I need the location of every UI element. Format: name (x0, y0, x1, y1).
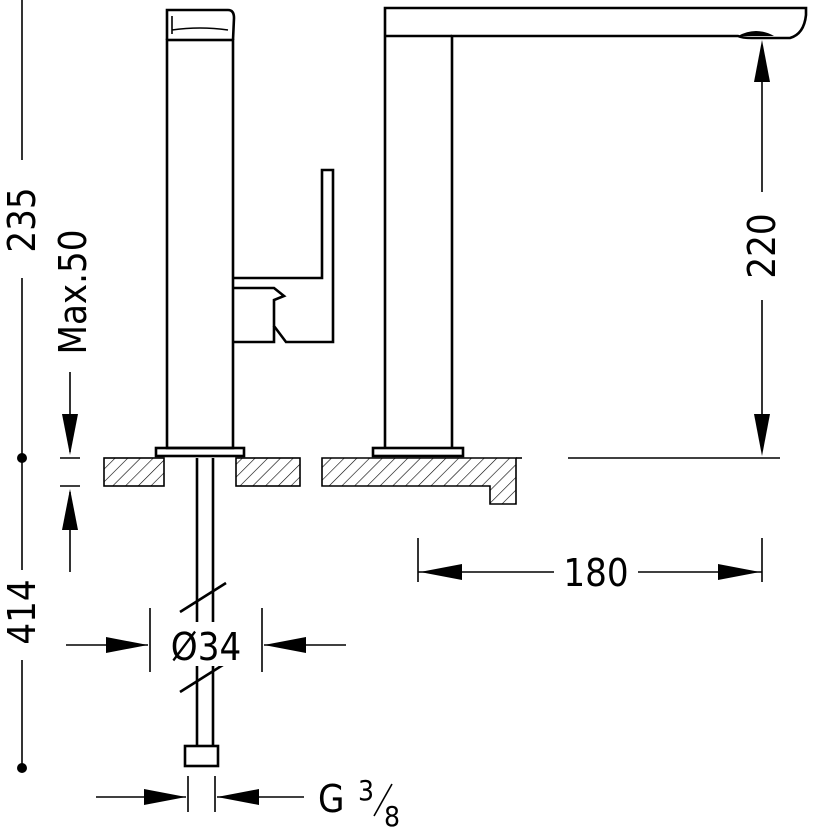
connector-nut (183, 744, 220, 768)
arrow-right-icon (106, 637, 148, 653)
side-view-body (165, 38, 235, 450)
hose-break-line-lower (179, 661, 227, 694)
arrow-down-icon (754, 414, 770, 456)
arrow-right-icon (718, 564, 760, 580)
arrow-left-icon (264, 637, 306, 653)
spout-height-label: 220 (740, 213, 784, 278)
side-view-top-cap (165, 8, 236, 41)
thread-denominator-label: 8 (384, 800, 400, 831)
side-view (103, 8, 335, 768)
spout-aerator (738, 31, 774, 36)
arrow-up-icon (754, 40, 770, 82)
lever-handle-joint (233, 326, 276, 344)
dimension-point-icon (17, 763, 27, 773)
hole-diameter-label: Ø34 (171, 625, 241, 669)
side-view-top-cap-inner (171, 16, 229, 34)
dimension-spout-height: 220 (740, 40, 784, 456)
spout-outline (383, 6, 808, 448)
dimension-hole-diameter: Ø34 (66, 608, 346, 672)
arrow-down-icon (62, 414, 78, 455)
hose-break-line-upper (179, 581, 227, 614)
thread-numerator-label: 3 (358, 774, 374, 807)
thread-prefix-label: G (318, 777, 345, 821)
arrow-left-icon (420, 564, 462, 580)
dimension-overall-height: 235 414 (0, 0, 44, 773)
arrow-up-icon (62, 489, 78, 530)
thread-fraction-slash (373, 783, 393, 817)
lever-handle (233, 168, 335, 344)
front-view (321, 6, 808, 505)
deck-left-section (103, 457, 165, 487)
side-view-base-flange (154, 446, 246, 458)
arrow-left-icon (217, 789, 259, 805)
overall-height-top-label: 235 (0, 187, 44, 252)
dimension-max-deck-thickness: Max.50 (51, 229, 95, 572)
overall-height-bottom-label: 414 (0, 579, 44, 644)
spout-reach-label: 180 (563, 551, 628, 595)
dimension-spout-reach: 180 (417, 538, 763, 595)
arrow-right-icon (144, 789, 186, 805)
front-view-base-flange (371, 446, 465, 458)
max-deck-thickness-label: Max.50 (51, 229, 95, 354)
dimension-connection-thread: G 3 8 (96, 774, 400, 831)
deck-right-section (321, 457, 517, 505)
deck-left-section-right (235, 457, 301, 487)
